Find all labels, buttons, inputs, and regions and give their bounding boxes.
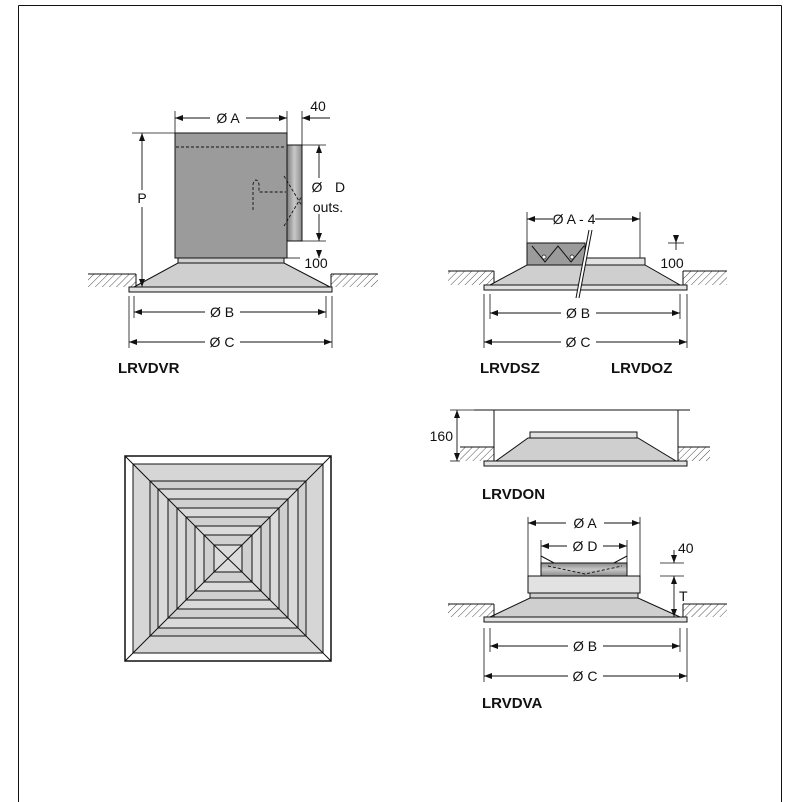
diffuser-face-plate (483, 284, 688, 291)
dimension-b-label: Ø B (573, 638, 597, 654)
damper-hidden-line (252, 179, 286, 210)
corner-diagonals (124, 455, 332, 662)
diffuser-cone (489, 597, 681, 618)
dimension-d: Ø D outs. (302, 144, 345, 242)
dimension-a-label: Ø A (216, 110, 240, 126)
dimension-c-label: Ø C (566, 334, 591, 350)
top-plate (529, 431, 638, 439)
spigot-hidden-lines (283, 175, 303, 227)
dimension-b-label: Ø B (210, 304, 234, 320)
lrvdvr-drawing: Ø A 40 P Ø D outs. 100 (88, 98, 378, 377)
dimension-160: 160 (430, 409, 474, 462)
dimension-100-label: 100 (304, 255, 328, 271)
square-diffuser-face-view (124, 455, 332, 662)
dimension-b: Ø B (489, 294, 681, 321)
dimension-100: 100 (660, 235, 684, 271)
diffuser-face-plate (483, 460, 688, 467)
dimension-160-label: 160 (430, 428, 454, 444)
diffuser-face-plate (128, 286, 333, 293)
plenum-box (174, 132, 288, 259)
dimension-p: P (132, 132, 175, 287)
top-plate (584, 257, 646, 266)
lrvdon-drawing: 160 LRVDON (430, 409, 710, 503)
ceiling-right (678, 446, 710, 461)
dimension-40: 40 (660, 540, 694, 564)
ceiling-left (460, 446, 494, 461)
dimension-c-label: Ø C (573, 668, 598, 684)
model-label-lrvdon: LRVDON (482, 486, 545, 503)
dimension-100-label: 100 (660, 255, 684, 271)
dimension-a-label: Ø A (573, 515, 597, 531)
dimension-a: Ø A (174, 110, 288, 145)
dimension-b: Ø B (489, 628, 681, 654)
diffuser-cone (494, 437, 678, 462)
dimension-d-letter: D (335, 179, 345, 195)
lrvdsz-lrvdoz-drawing: Ø A - 4 100 Ø B Ø C LRVDSZ LRVDOZ (448, 211, 727, 377)
ceiling-right (682, 270, 727, 285)
ceiling-right (682, 603, 727, 617)
dimension-40-label: 40 (310, 98, 326, 114)
dimension-c: Ø C (483, 294, 688, 350)
model-label-lrvdoz: LRVDOZ (611, 360, 672, 377)
plenum-box (527, 575, 641, 594)
model-label-lrvdvr: LRVDVR (118, 360, 180, 377)
dimension-b-label: Ø B (566, 305, 590, 321)
spigot-hidden-lines (547, 565, 623, 575)
dimension-t: T (660, 575, 688, 617)
dimension-b: Ø B (133, 296, 327, 320)
dimension-100: 100 (287, 250, 328, 271)
ceiling-left (88, 273, 137, 287)
dimension-a: Ø A (527, 515, 641, 576)
dimension-d: Ø D (540, 538, 628, 563)
side-spigot (286, 144, 303, 242)
dimension-c: Ø C (128, 296, 333, 350)
diffuser-face-plate (483, 616, 688, 623)
dimension-t-label: T (679, 588, 688, 604)
lrvdva-drawing: Ø A Ø D 40 (448, 515, 727, 712)
dimension-p-label: P (137, 190, 146, 206)
model-label-lrvdsz: LRVDSZ (480, 360, 540, 377)
damper-box (526, 242, 586, 266)
ceiling-left (448, 603, 495, 617)
dimension-40: 40 (301, 98, 330, 145)
dimension-d-symbol: Ø (312, 179, 323, 195)
dimension-a-minus-4: Ø A - 4 (526, 211, 641, 258)
section-break-lines (575, 229, 593, 299)
ceiling-left (448, 270, 495, 285)
ceiling-right (330, 273, 378, 287)
model-label-lrvdva: LRVDVA (482, 695, 542, 712)
sheet-frame (18, 5, 782, 802)
dimension-40-label: 40 (678, 540, 694, 556)
diffuser-neck (177, 257, 285, 264)
dimension-d-label: Ø D (573, 538, 598, 554)
dimension-c: Ø C (483, 628, 688, 684)
dimension-d-note: outs. (313, 199, 343, 215)
diffuser-neck (529, 592, 639, 599)
diffuser-cone (133, 262, 331, 288)
dimension-c-label: Ø C (210, 334, 235, 350)
dimension-a-minus-4-label: Ø A - 4 (553, 211, 596, 227)
